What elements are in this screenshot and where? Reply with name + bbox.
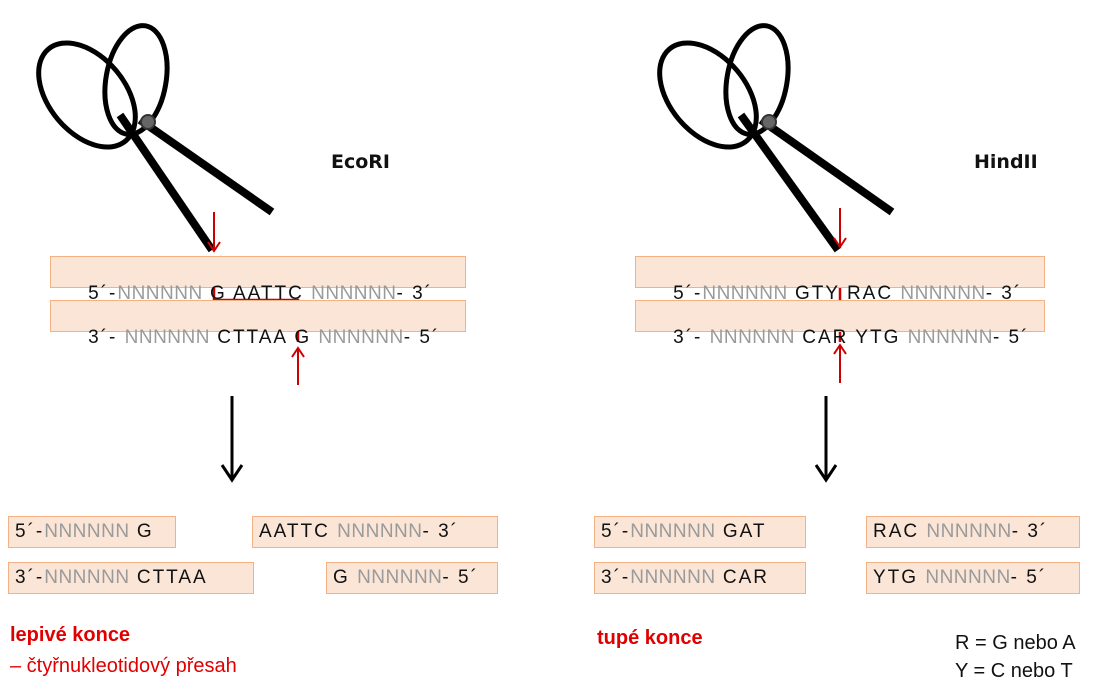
- scissors-icon: [657, 23, 895, 253]
- ecori-fragment-right-top: AATTC NNNNNN- 3´: [252, 516, 498, 548]
- strand-end: - 5´: [442, 567, 479, 588]
- legend-r: R = G nebo A: [955, 632, 1076, 654]
- strand-end: - 5´: [403, 327, 441, 348]
- hindii-fragment-right-bottom: YTG NNNNNN- 5´: [866, 562, 1080, 594]
- n-sequence: NNNNNN: [311, 283, 397, 304]
- fragment-bases: CTTAA: [129, 567, 208, 588]
- recognition-site: CTTAA G: [217, 327, 312, 348]
- n-sequence: NNNNNN: [357, 567, 443, 588]
- n-sequence: NNNNNN: [900, 283, 986, 304]
- strand-end: - 3´: [1011, 521, 1049, 542]
- n-sequence: NNNNNN: [907, 327, 993, 348]
- cut-arrow-icon: [207, 212, 221, 253]
- strand-end: - 5´: [992, 327, 1030, 348]
- recognition-site: GTY RAC: [794, 283, 894, 304]
- strand-end: - 5´: [1010, 567, 1048, 588]
- cut-arrow-icon: [833, 343, 847, 383]
- hindii-fragment-left-bottom: 3´-NNNNNN CAR: [594, 562, 806, 594]
- fragment-bases: GAT: [715, 521, 767, 542]
- ecori-fragment-right-bottom: G NNNNNN- 5´: [326, 562, 498, 594]
- fragment-bases: RAC: [873, 521, 927, 542]
- n-sequence: NNNNNN: [337, 521, 423, 542]
- n-sequence: NNNNNN: [124, 327, 210, 348]
- fragment-bases: YTG: [873, 567, 926, 588]
- legend-y: Y = C nebo T: [955, 660, 1073, 682]
- n-sequence: NNNNNN: [44, 521, 130, 542]
- cut-arrow-icon: [291, 346, 305, 385]
- hindii-fragment-right-top: RAC NNNNNN- 3´: [866, 516, 1080, 548]
- enzyme-label-ecori: EcoRI: [331, 151, 390, 173]
- strand-end: 5´-: [601, 521, 631, 542]
- n-sequence: NNNNNN: [318, 327, 404, 348]
- strand-end: - 3´: [396, 283, 433, 304]
- down-arrow-icon: [220, 396, 244, 483]
- n-sequence: NNNNNN: [709, 327, 795, 348]
- hindii-bottom-strand: 3´- NNNNNN CAR YTG NNNNNN- 5´: [635, 300, 1045, 348]
- strand-end: - 3´: [422, 521, 459, 542]
- strand-end: 5´-: [15, 521, 45, 542]
- ecori-fragment-left-bottom: 3´-NNNNNN CTTAA: [8, 562, 254, 594]
- n-sequence: NNNNNN: [44, 567, 130, 588]
- recognition-site: CAR YTG: [802, 327, 901, 348]
- n-sequence: NNNNNN: [926, 521, 1012, 542]
- result-title-ecori: lepivé konce: [10, 624, 131, 646]
- ecori-top-strand: 5´-NNNNNN G AATTC NNNNNN- 3´: [50, 256, 466, 304]
- n-sequence: NNNNNN: [702, 283, 788, 304]
- result-subtitle-ecori: – čtyřnukleotidový přesah: [10, 655, 237, 677]
- enzyme-label-hindii: HindII: [974, 151, 1038, 173]
- strand-end: 5´-: [673, 283, 703, 304]
- fragment-bases: G: [129, 521, 154, 542]
- n-sequence: NNNNNN: [630, 521, 716, 542]
- fragment-bases: CAR: [715, 567, 769, 588]
- result-title-hindii: tupé konce: [597, 627, 703, 649]
- strand-end: 3´-: [88, 327, 125, 348]
- strand-end: 5´-: [88, 283, 118, 304]
- n-sequence: NNNNNN: [925, 567, 1011, 588]
- strand-end: 3´-: [673, 327, 710, 348]
- ecori-bottom-strand: 3´- NNNNNN CTTAA G NNNNNN- 5´: [50, 300, 466, 348]
- fragment-bases: AATTC: [259, 521, 338, 542]
- n-sequence: NNNNNN: [117, 283, 203, 304]
- cut-arrow-icon: [833, 208, 847, 249]
- hindii-top-strand: 5´-NNNNNN GTY RAC NNNNNN- 3´: [635, 256, 1045, 304]
- strand-end: - 3´: [985, 283, 1023, 304]
- hindii-fragment-left-top: 5´-NNNNNN GAT: [594, 516, 806, 548]
- n-sequence: NNNNNN: [630, 567, 716, 588]
- recognition-site: G AATTC: [209, 283, 304, 304]
- fragment-bases: G: [333, 567, 358, 588]
- ecori-fragment-left-top: 5´-NNNNNN G: [8, 516, 176, 548]
- down-arrow-icon: [814, 396, 838, 483]
- strand-end: 3´-: [15, 567, 45, 588]
- scissors-icon: [36, 23, 275, 253]
- strand-end: 3´-: [601, 567, 631, 588]
